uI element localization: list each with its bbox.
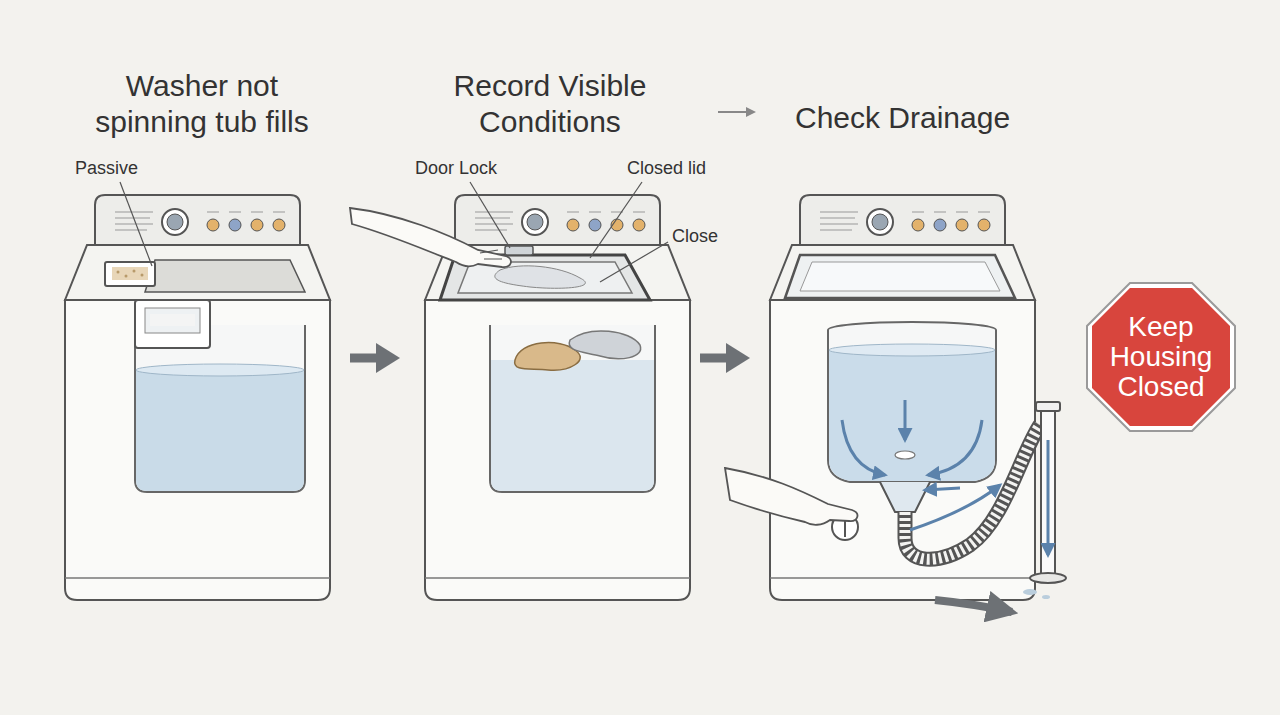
- callout-label: Close: [672, 226, 718, 247]
- flow-arrow: [700, 343, 750, 373]
- step-heading: Washer not spinning tub fills: [82, 68, 322, 140]
- stop-sign: Keep Housing Closed: [1086, 282, 1236, 432]
- arrow-head: [726, 343, 750, 373]
- step-heading: Check Drainage: [795, 100, 1035, 136]
- step-panel: Check Drainage: [755, 60, 1075, 615]
- callout-label: Door Lock: [415, 158, 497, 179]
- callout-label: Passive: [75, 158, 138, 179]
- step-panel: Washer not spinning tub fills: [60, 60, 345, 615]
- step-heading: Record Visible Conditions: [440, 68, 660, 140]
- step-panel: Record Visible Conditions: [405, 60, 695, 615]
- arrow-head: [376, 343, 400, 373]
- sign-text-wrap: Keep Housing Closed: [1086, 282, 1236, 432]
- arrow-shaft: [350, 354, 380, 363]
- arrow-shaft: [700, 354, 730, 363]
- flow-arrow: [350, 343, 400, 373]
- sign-text: Keep Housing Closed: [1101, 312, 1221, 402]
- callout-label: Closed lid: [627, 158, 706, 179]
